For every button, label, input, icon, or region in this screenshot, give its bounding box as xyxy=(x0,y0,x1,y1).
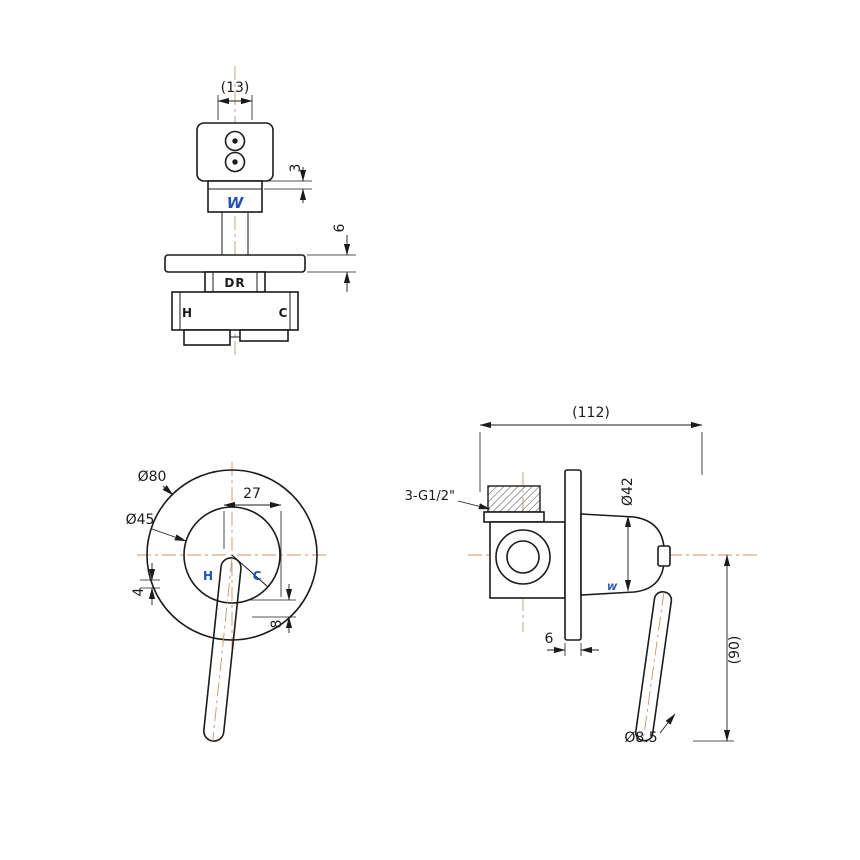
dr-marking: DR xyxy=(224,276,245,290)
screw-hole-top xyxy=(224,130,246,152)
threaded-inlet xyxy=(487,485,541,513)
brand-logo-icon: W xyxy=(607,583,618,593)
dia-flange-label: Ø80 xyxy=(138,469,167,485)
thread-spec-label: 3-G1/2" xyxy=(405,489,455,504)
lever-handle-front xyxy=(203,557,242,742)
view-front-face: H C Ø80 Ø45 27 4 8 xyxy=(126,462,327,742)
brand-logo-icon: W xyxy=(227,194,245,212)
dim-width-label: (13) xyxy=(221,80,250,96)
hot-indicator-label: H xyxy=(203,569,213,583)
inlet-port-outer xyxy=(495,529,551,585)
wall-plate-side xyxy=(564,469,582,641)
handle-neck xyxy=(207,180,263,213)
valve-body-behind-wall xyxy=(489,521,566,599)
dim-reach-label: 27 xyxy=(243,486,261,502)
screw-hole-bottom xyxy=(224,151,246,173)
hot-port-label: H xyxy=(182,306,192,320)
dim-depth-label: (112) xyxy=(572,405,610,421)
view-top-handle: (13) W 3 6 DR H xyxy=(164,66,356,358)
lever-handle-side xyxy=(634,591,673,742)
dia-body-label: Ø42 xyxy=(620,477,636,506)
cold-indicator-label: C xyxy=(253,569,262,583)
handle-hub xyxy=(657,545,671,567)
dim-offset-label: 8 xyxy=(269,620,285,629)
dia-body-label: Ø45 xyxy=(126,512,155,528)
flange-circle xyxy=(146,469,318,641)
dia-handle-label: Ø8.5 xyxy=(624,730,657,746)
dim-drop-label: 4 xyxy=(131,587,147,596)
dim-plate-label: 6 xyxy=(545,631,554,647)
dim-plate-label: 6 xyxy=(332,223,348,232)
dim-handle-label: (90) xyxy=(727,636,743,665)
view-side-section: (112) 3-G1/2" W Ø42 6 xyxy=(405,405,758,746)
body-foot-right xyxy=(239,329,289,342)
dim-lip-label: 3 xyxy=(288,164,304,173)
inlet-port-inner xyxy=(506,540,540,574)
cold-port-label: C xyxy=(279,306,288,320)
valve-main-body xyxy=(171,291,299,331)
body-foot-left xyxy=(183,329,231,346)
inlet-flange xyxy=(483,511,545,523)
cartridge-housing xyxy=(580,513,665,596)
flange-plate-top-view xyxy=(164,254,306,273)
